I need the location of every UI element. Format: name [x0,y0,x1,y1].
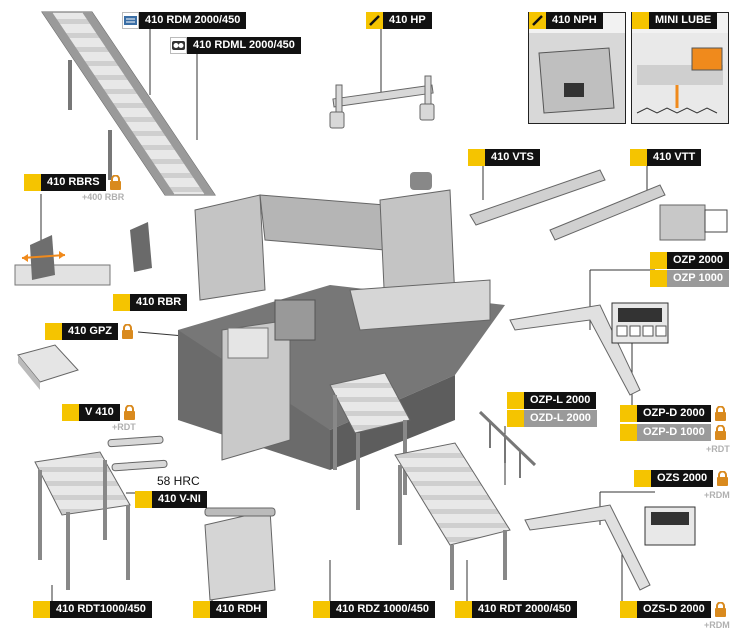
label-410-rbr: 410 RBR [113,294,188,311]
label-410-rdml: 410 RDML 2000/450 [170,37,301,54]
padlock-icon [717,471,729,486]
ozs-sub-label: +RDM [704,490,730,500]
label-410-rdt2000: 410 RDT 2000/450 [455,601,577,618]
label-410-vtt: 410 VTT [630,149,702,166]
label-text: V 410 [79,404,120,421]
label-text: OZS-D 2000 [637,601,711,618]
rdt2000-table [394,442,511,590]
label-410-rdt1000: 410 RDT1000/450 [33,601,152,618]
label-410-v-ni: 410 V-NI [135,491,207,508]
label-410-nph: 410 NPH [529,12,603,29]
label-ozp-l-2000: OZP-L 2000 [507,392,597,409]
label-text: 410 RBRS [41,174,106,191]
label-text: 410 GPZ [62,323,119,340]
label-text: 410 V-NI [152,491,207,508]
label-ozp-1000: OZP 1000 [650,270,729,287]
vts-conveyor [469,169,606,226]
pen-icon [366,12,383,29]
label-ozp-d-1000: OZP-D 1000 [620,424,727,441]
hp-clamp-bar [329,75,435,129]
padlock-icon [714,602,726,617]
ozs-measuring-unit [524,504,696,591]
nph-inset [528,12,626,124]
label-text: OZD-L 2000 [524,410,597,427]
padlock-icon [122,324,134,339]
label-text: OZP 1000 [667,270,729,287]
label-text: OZP-L 2000 [524,392,597,409]
roller-table-icon [122,12,139,29]
rdm-roller-conveyor [41,11,216,196]
label-text: 410 RDZ 1000/450 [330,601,435,618]
label-text: OZS 2000 [651,470,714,487]
ozp-measuring-unit [509,302,669,396]
gpz-guard [17,344,79,390]
label-text: 410 RDT 2000/450 [472,601,577,618]
label-410-vts: 410 VTS [468,149,540,166]
label-410-rbrs: 410 RBRS [24,174,122,191]
rbrs-sub-label: +400 RBR [82,192,125,202]
v410-rollers [107,435,168,472]
hrc-label: 58 HRC [157,474,200,488]
ozpd-sub-label: +RDT [706,444,730,454]
label-text: 410 RBR [130,294,188,311]
label-ozs-d-2000: OZS-D 2000 [620,601,727,618]
label-410-gpz: 410 GPZ [45,323,134,340]
padlock-icon [123,405,135,420]
label-text: 410 VTS [485,149,540,166]
padlock-icon [714,406,726,421]
label-text: 410 RDM 2000/450 [139,12,247,29]
ozp-l-rail [478,410,537,478]
pen-icon [529,12,546,29]
v410-sub-label: +RDT [112,422,136,432]
bandsaw-machine [178,172,505,470]
label-410-hp: 410 HP [366,12,432,29]
rdt1000-table [34,451,131,590]
label-text: 410 RDH [210,601,268,618]
padlock-icon [714,425,726,440]
ozsd-sub-label: +RDM [704,620,730,630]
label-410-rdh: 410 RDH [193,601,268,618]
label-text: OZP-D 2000 [637,405,711,422]
label-text: OZP 2000 [667,252,729,269]
rbrs-stop [14,235,111,286]
label-text: 410 VTT [647,149,702,166]
label-mini-lube: MINI LUBE [632,12,718,29]
label-410-rdz1000: 410 RDZ 1000/450 [313,601,435,618]
label-text: 410 RDML 2000/450 [187,37,301,54]
label-text: OZP-D 1000 [637,424,711,441]
label-text: 410 NPH [546,12,603,29]
rdh-stand [204,507,276,601]
rbr-part [130,222,152,272]
label-ozp-d-2000: OZP-D 2000 [620,405,727,422]
label-text: 410 RDT1000/450 [50,601,152,618]
label-ozs-2000: OZS 2000 [634,470,729,487]
label-text: MINI LUBE [649,12,718,29]
label-text: 410 HP [383,12,432,29]
padlock-icon [109,175,121,190]
label-ozp-2000: OZP 2000 [650,252,729,269]
label-v-410: V 410 [62,404,136,421]
label-ozd-l-2000: OZD-L 2000 [507,410,597,427]
label-410-rdm: 410 RDM 2000/450 [122,12,247,29]
measuring-tape-icon [170,37,187,54]
vtt-conveyor [549,184,728,241]
minilube-inset [631,12,729,124]
